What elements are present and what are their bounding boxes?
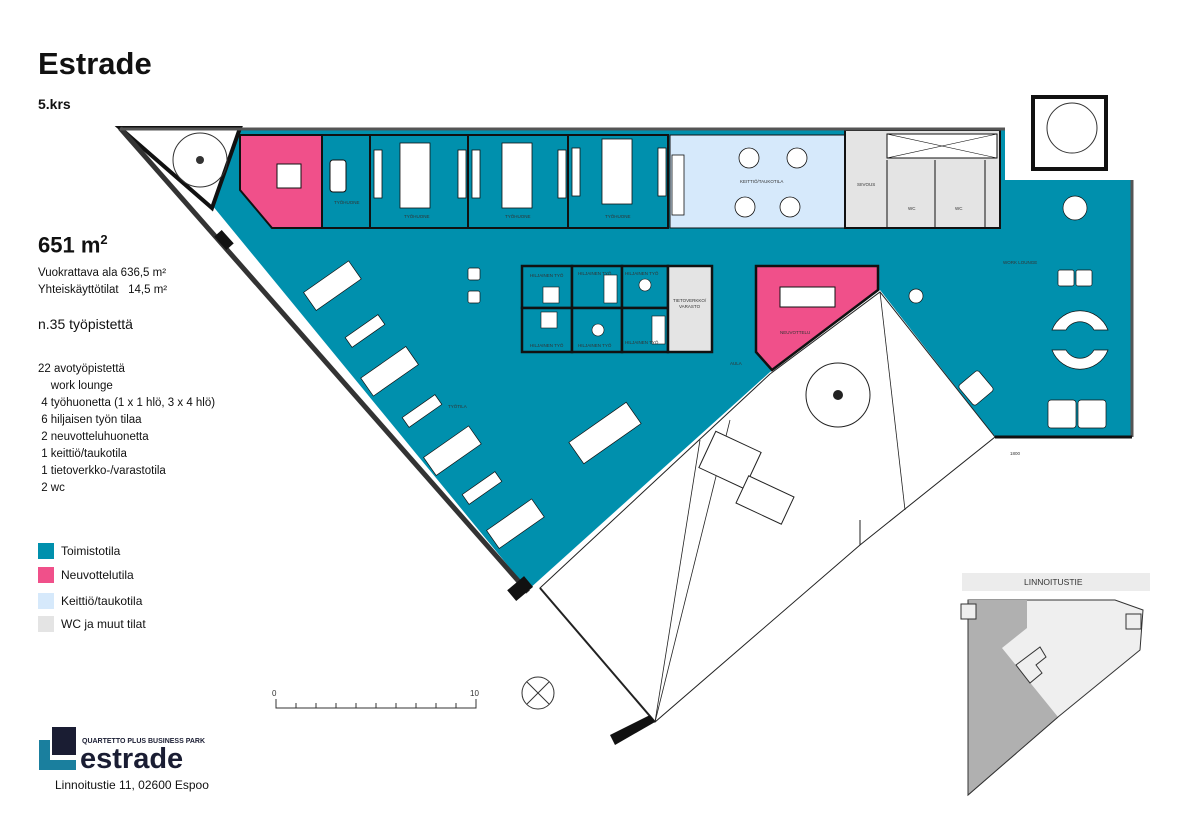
space-item: 22 avotyöpistettä	[38, 363, 125, 375]
spiral-stair-icon	[805, 362, 871, 428]
scale-end: 10	[470, 689, 479, 698]
legend-label: WC ja muut tilat	[61, 617, 146, 631]
room-label: VARASTO	[679, 304, 701, 309]
room-label: HILJAINEN TYÖ	[578, 342, 612, 348]
legend-meeting: Neuvottelutila	[38, 567, 134, 583]
floor-label: 5.krs	[38, 96, 71, 112]
exterior-wall	[118, 126, 530, 594]
legend-swatch	[38, 543, 54, 559]
area-value: 651 m	[38, 232, 101, 258]
quiet-rooms	[520, 264, 670, 354]
space-item: 6 hiljaisen työn tilaa	[38, 414, 142, 426]
room-label: HILJAINEN TYÖ	[625, 339, 659, 345]
office-area	[212, 130, 1132, 590]
room-label: TYÖHUONE	[404, 213, 430, 219]
network-storage-room	[666, 264, 714, 354]
street-name: LINNOITUSTIE	[1024, 577, 1083, 587]
scale-bar	[275, 699, 477, 709]
room-label: HILJAINEN TYÖ	[625, 270, 659, 276]
key-plan	[960, 599, 1144, 797]
room-label: HILJAINEN TYÖ	[578, 270, 612, 276]
legend-label: Neuvottelutila	[61, 568, 134, 582]
room-label: SIIVOUS	[857, 182, 875, 187]
address: Linnoitustie 11, 02600 Espoo	[55, 778, 209, 792]
room-label: TYÖTILA	[448, 403, 467, 409]
shared-area: Yhteiskäyttötilat 14,5 m²	[38, 284, 168, 296]
legend-label: Keittiö/taukotila	[61, 594, 143, 608]
space-item: work lounge	[38, 380, 113, 392]
total-area: 651 m2	[38, 232, 108, 258]
legend-kitchen: Keittiö/taukotila	[38, 593, 142, 609]
estrade-logo: QUARTETTO PLUS BUSINESS PARK estrade	[39, 727, 205, 775]
area-details: Vuokrattava ala 636,5 m² Yhteiskäyttötil…	[38, 265, 167, 299]
legend-swatch	[38, 593, 54, 609]
room-label: TIETOVERKKO/	[673, 298, 707, 303]
room-label: TYÖHUONE	[334, 199, 360, 205]
room-label: HILJAINEN TYÖ	[530, 272, 564, 278]
spiral-stair-icon	[1046, 102, 1098, 154]
space-list: 22 avotyöpistettä work lounge 4 työhuone…	[38, 361, 215, 497]
logo-tagline: QUARTETTO PLUS BUSINESS PARK	[82, 738, 205, 745]
entrance-wall	[610, 715, 655, 745]
room-label: HILJAINEN TYÖ	[530, 342, 564, 348]
stair-ne	[1031, 95, 1108, 171]
workstation-count: n.35 työpistettä	[38, 316, 133, 332]
room-label: WORK LOUNGE	[1003, 260, 1037, 265]
legend-office: Toimistotila	[38, 543, 120, 559]
room-label: TYÖHUONE	[505, 213, 531, 219]
area-unit-sup: 2	[100, 232, 108, 247]
kitchen	[669, 134, 846, 229]
spiral-stair-icon	[172, 132, 228, 188]
space-item: 1 keittiö/taukotila	[38, 448, 127, 460]
space-item: 1 tietoverkko-/varastotila	[38, 465, 166, 477]
legend-wc: WC ja muut tilat	[38, 616, 146, 632]
page-title: Estrade	[38, 46, 152, 81]
room-label: WC	[955, 206, 963, 211]
logo-name: estrade	[80, 743, 183, 775]
room-label: WC	[908, 206, 916, 211]
space-item: 2 wc	[38, 482, 65, 494]
room-label: KEITTIÖ/TAUKOTILA	[740, 178, 783, 184]
door-label: 1800	[1010, 451, 1021, 456]
street-banner	[962, 573, 1150, 591]
rentable-area: Vuokrattava ala 636,5 m²	[38, 267, 167, 279]
space-item: 4 työhuonetta (1 x 1 hlö, 3 x 4 hlö)	[38, 397, 216, 409]
space-item: 2 neuvotteluhuonetta	[38, 431, 149, 443]
room-label: AULA	[730, 361, 742, 366]
scale-start: 0	[272, 689, 277, 698]
room-label: NEUVOTTELU	[780, 330, 810, 335]
work-lounge-furniture	[467, 195, 1109, 429]
open-desks	[303, 260, 642, 549]
legend-label: Toimistotila	[61, 544, 121, 558]
north-arrow-icon	[521, 676, 555, 710]
room-label: TYÖHUONE	[605, 213, 631, 219]
legend-swatch	[38, 567, 54, 583]
legend-swatch	[38, 616, 54, 632]
